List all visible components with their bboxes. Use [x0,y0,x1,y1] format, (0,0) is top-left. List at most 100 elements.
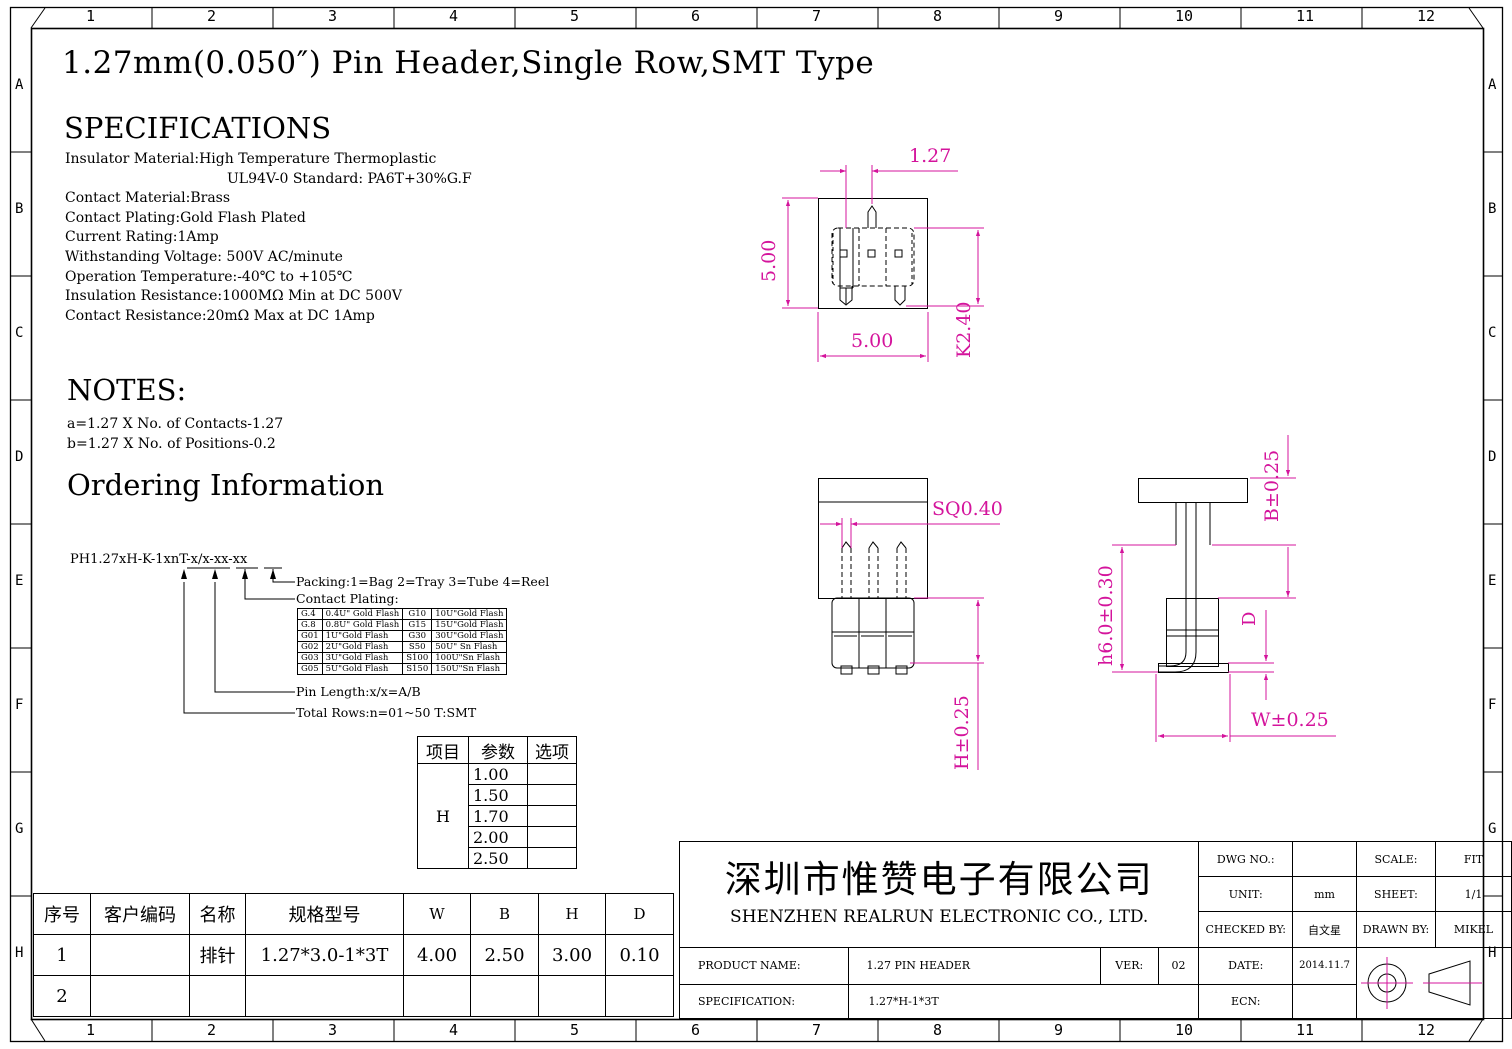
col-label: 1 [86,7,96,25]
row-label: A [1488,77,1497,93]
pitch-dimension: 1.27 [909,145,952,167]
col-label: 10 [1175,1021,1194,1039]
col-label: 6 [691,7,701,25]
spec-line: Contact Plating:Gold Flash Plated [65,210,306,226]
table-cell: 1 [33,934,91,976]
row-label: H [15,945,24,961]
company-cell: 深圳市惟赞电子有限公司 SHENZHEN REALRUN ELECTRONIC … [678,841,1200,948]
company-name-cn: 深圳市惟赞电子有限公司 [724,857,1154,901]
col-label: 11 [1296,7,1315,25]
projection-symbol-cell [1355,947,1512,1019]
col-label: 7 [812,1021,822,1039]
spec-line: Contact Resistance:20mΩ Max at DC 1Amp [65,308,375,324]
specification-value: 1.27*H-1*3T [847,983,1200,1019]
header-cell: 规格型号 [245,893,404,935]
row-label: F [1488,697,1497,713]
dwg-no-value [1292,841,1357,877]
header-cell: 参数 [468,736,528,764]
w-tolerance-dimension: W±0.25 [1251,709,1329,731]
h6-dimension: h6.0±0.30 [1095,565,1117,666]
projection-symbol-icon [1360,957,1482,1009]
bom-table: 序号 客户编码 名称 规格型号 W B H D 1 排针 1.27*3.0-1*… [33,893,674,1017]
ordering-leaders [181,567,295,714]
ecn-value [1292,983,1357,1019]
k-dimension: K2.40 [953,301,975,359]
value-cell: 1.70 [468,805,528,827]
checked-value: 自文星 [1292,911,1357,948]
version-label: VER: [1099,947,1159,985]
table-cell: 排针 [189,934,246,976]
table-row: 2 [33,975,674,1017]
h-tolerance-dimension: H±0.25 [951,695,973,770]
ecn-label: ECN: [1198,983,1294,1019]
col-label: 7 [812,7,822,25]
title-block: 深圳市惟赞电子有限公司 SHENZHEN REALRUN ELECTRONIC … [678,841,1512,1019]
specifications-heading: SPECIFICATIONS [64,111,332,145]
table-header-row: 序号 客户编码 名称 规格型号 W B H D [33,893,674,935]
side-view [1138,478,1248,673]
drawn-label: DRAWN BY: [1355,911,1436,948]
h-options-table: 项目 参数 选项 H 1.00 1.50 1.70 2.00 2.50 [417,736,577,869]
drawing-title: 1.27mm(0.050″) Pin Header,Single Row,SMT… [62,45,875,81]
specification-label: SPECIFICATION: [679,983,849,1019]
table-cell: 1.27*3.0-1*3T [245,934,404,976]
col-label: 2 [207,7,217,25]
header-cell: 选项 [527,736,577,764]
table-cell [605,975,674,1017]
sheet-label: SHEET: [1355,876,1436,912]
table-cell [245,975,404,1017]
header-cell: W [403,893,471,935]
row-label: E [15,573,24,589]
table-cell [538,975,606,1017]
col-label: 12 [1417,7,1436,25]
table-cell: 2 [33,975,91,1017]
spec-line: Operation Temperature:-40℃ to +105℃ [65,269,353,285]
front-view-dimensions [820,518,1000,770]
table-row: 2.00 [418,826,577,848]
row-label: C [15,325,24,341]
width-dimension: 5.00 [851,330,894,352]
table-cell: 150U"Sn Flash [431,663,508,675]
front-view [818,478,928,675]
header-cell: 名称 [189,893,246,935]
side-view-dimensions [1112,435,1336,742]
col-label: 9 [1054,7,1064,25]
row-label: C [1488,325,1497,341]
col-label: 3 [328,7,338,25]
ordering-heading: Ordering Information [67,468,385,502]
spec-line: Insulator Material:High Temperature Ther… [65,151,437,167]
table-row: 1.70 [418,805,577,827]
table-cell [90,934,190,976]
top-view-dimensions [782,165,984,362]
row-label: A [15,77,24,93]
sq-dimension: SQ0.40 [932,498,1003,520]
table-row: 2.50 [418,847,577,869]
table-row: 1 排针 1.27*3.0-1*3T 4.00 2.50 3.00 0.10 [33,934,674,976]
packing-option: Packing:1=Bag 2=Tray 3=Tube 4=Reel [296,574,550,589]
row-label: G [1488,821,1497,837]
row-label: D [15,449,24,465]
scale-label: SCALE: [1355,841,1436,877]
col-label: 4 [449,1021,459,1039]
col-label: 8 [933,7,943,25]
b-tolerance-dimension: B±0.25 [1261,449,1283,522]
table-cell: 0.10 [605,934,674,976]
row-label: E [1488,573,1497,589]
top-view [818,198,928,309]
part-code: PH1.27xH-K-1xnT-x/x-xx-xx [70,552,248,567]
company-name-en: SHENZHEN REALRUN ELECTRONIC CO., LTD. [730,906,1149,927]
note-line: b=1.27 X No. of Positions-0.2 [67,436,276,452]
col-label: 3 [328,1021,338,1039]
unit-value: mm [1292,876,1357,912]
contact-plating-option: Contact Plating: [296,591,399,606]
row-label: B [1488,201,1497,217]
date-label: DATE: [1198,947,1294,985]
table-cell: G05 [297,663,323,675]
height-dimension: 5.00 [758,239,780,282]
col-label: 11 [1296,1021,1315,1039]
version-value: 02 [1157,947,1200,985]
row-label: D [1488,449,1497,465]
sheet-value: 1/1 [1434,876,1512,912]
